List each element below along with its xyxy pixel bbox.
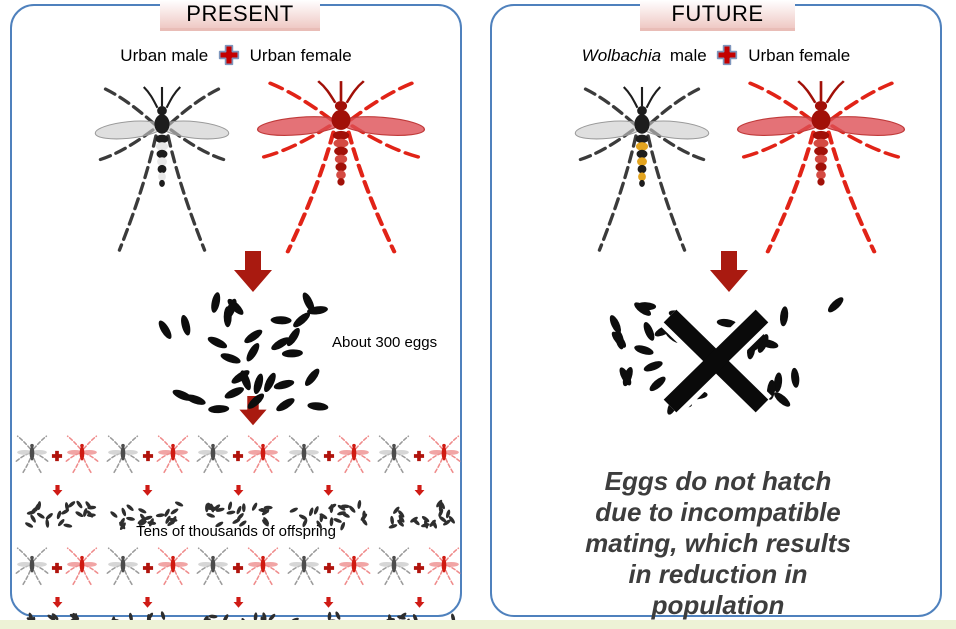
small-female-mosquito-icon [245,545,281,596]
outcome-line: Eggs do not hatch [604,466,832,496]
mating-pair-group [376,544,462,629]
small-down-arrow-icon [51,484,64,498]
egg-cluster [598,292,850,421]
mating-pair [14,544,100,596]
offspring-caption: Tens of thousands of offspring [136,523,336,540]
small-plus-icon [141,449,155,467]
small-egg-cluster [289,499,369,531]
small-female-mosquito-icon [64,545,100,596]
mating-pair-group [285,544,372,629]
small-down-arrow-icon [232,596,245,610]
small-female-mosquito-icon [154,545,191,596]
small-female-mosquito-icon [245,433,281,484]
down-arrow-icon [228,251,278,298]
egg-cluster [146,286,331,425]
offspring-row [14,432,462,531]
small-plus-icon [322,449,336,467]
mating-pair [104,544,191,596]
small-female-mosquito-icon [426,433,462,484]
small-down-arrow-icon [413,484,426,498]
small-egg-cluster [379,499,459,531]
small-plus-icon [231,449,245,467]
small-male-mosquito-icon [195,433,231,484]
future-panel [490,4,942,617]
small-female-mosquito-icon [335,433,372,484]
down-arrow-icon [704,251,754,298]
mating-pair-group [195,544,281,629]
small-plus-icon [322,561,336,579]
mating-pair [14,432,100,484]
offspring-row [14,544,462,629]
small-male-mosquito-icon [104,433,141,484]
plus-icon [717,44,738,66]
mating-pair-group [376,432,462,531]
small-male-mosquito-icon [285,545,322,596]
small-plus-icon [141,561,155,579]
mating-pair-group [195,432,281,531]
mating-pair-group [104,544,191,629]
outcome-line: population [651,590,785,620]
small-down-arrow-icon [322,484,335,498]
mating-pair-group [285,432,372,531]
outcome-line: mating, which results [585,528,851,558]
mating-pair-group [14,432,100,531]
mating-pair-group [104,432,191,531]
small-plus-icon [50,561,64,579]
small-male-mosquito-icon [14,433,50,484]
mating-pair [104,432,191,484]
small-plus-icon [231,561,245,579]
outcome-line: due to incompatible [595,497,841,527]
small-down-arrow-icon [141,484,154,498]
present-cross-label: Urban male Urban female [10,44,462,66]
small-female-mosquito-icon [154,433,191,484]
small-down-arrow-icon [232,484,245,498]
small-female-mosquito-icon [64,433,100,484]
mating-pair [376,432,462,484]
small-male-mosquito-icon [376,545,412,596]
urban-male-mosquito-icon [86,84,238,262]
mating-pair-group [14,544,100,629]
small-down-arrow-icon [413,596,426,610]
urban-male-label: Urban male [120,45,209,65]
wolbachia-male-mosquito-icon [566,84,718,262]
future-cross-label: Wolbachia male Urban female [490,44,942,66]
cross-out-icon [660,305,772,417]
small-male-mosquito-icon [285,433,322,484]
future-outcome-text: Eggs do not hatch due to incompatible ma… [500,466,936,621]
eggs-count-caption: About 300 eggs [332,334,438,351]
small-female-mosquito-icon [335,545,372,596]
urban-female-mosquito-icon [246,78,436,264]
small-male-mosquito-icon [14,545,50,596]
mating-pair [376,544,462,596]
urban-female-label: Urban female [748,45,851,65]
slide-edge-strip [0,620,956,629]
present-title: PRESENT [160,0,320,31]
small-male-mosquito-icon [104,545,141,596]
mating-pair [285,432,372,484]
small-egg-cluster [108,499,188,531]
plus-icon [218,44,240,66]
small-male-mosquito-icon [195,545,231,596]
small-plus-icon [50,449,64,467]
mating-pair [285,544,372,596]
urban-female-mosquito-icon [726,78,916,264]
small-egg-cluster [198,499,278,531]
small-down-arrow-icon [322,596,335,610]
small-egg-cluster [17,499,97,531]
wolbachia-male-label: Wolbachia [581,45,662,65]
small-down-arrow-icon [141,596,154,610]
future-title: FUTURE [640,0,795,31]
small-plus-icon [412,449,426,467]
urban-female-label: Urban female [249,45,352,65]
small-male-mosquito-icon [376,433,412,484]
small-plus-icon [412,561,426,579]
down-arrow-icon [230,396,276,431]
small-female-mosquito-icon [426,545,462,596]
small-down-arrow-icon [51,596,64,610]
mating-pair [195,432,281,484]
outcome-line: in reduction in [628,559,808,589]
wolbachia-male-label-rest: male [669,45,707,65]
mating-pair [195,544,281,596]
